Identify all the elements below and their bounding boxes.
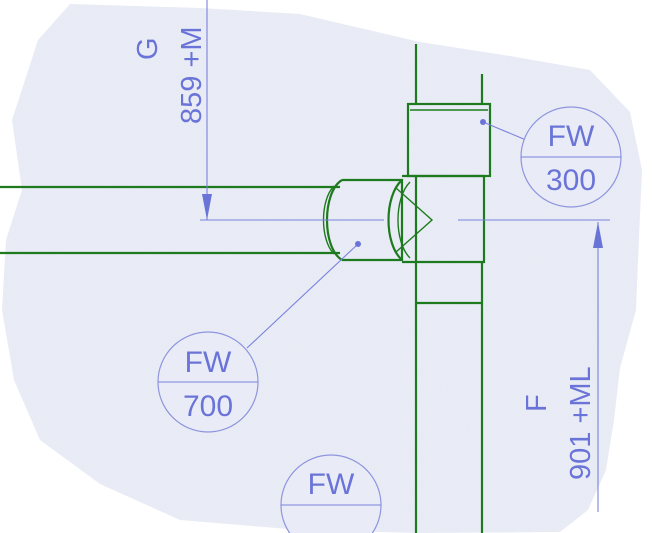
right-dimension-value: 901 +ML xyxy=(565,366,597,480)
weld-label-300-top: FW xyxy=(548,120,595,153)
weld-label-700-top: FW xyxy=(185,346,232,379)
weld-label-partial-top: FW xyxy=(308,468,355,501)
right-dimension: 901 +ML F xyxy=(458,219,610,512)
vertical-pipe xyxy=(406,44,492,533)
top-dimension-value: 859 +M xyxy=(176,26,208,124)
weld-label-700: FW 700 xyxy=(157,241,361,433)
horizontal-pipe xyxy=(0,185,340,255)
weld-label-partial: FW xyxy=(280,454,382,533)
top-dimension: 859 +M G xyxy=(132,0,384,221)
weld-label-300-bottom: 300 xyxy=(546,164,596,197)
weld-label-700-bottom: 700 xyxy=(183,390,233,423)
top-dimension-grid: G xyxy=(132,37,164,60)
right-dimension-grid: F xyxy=(521,394,553,412)
weld-label-300: FW 300 xyxy=(480,106,622,208)
